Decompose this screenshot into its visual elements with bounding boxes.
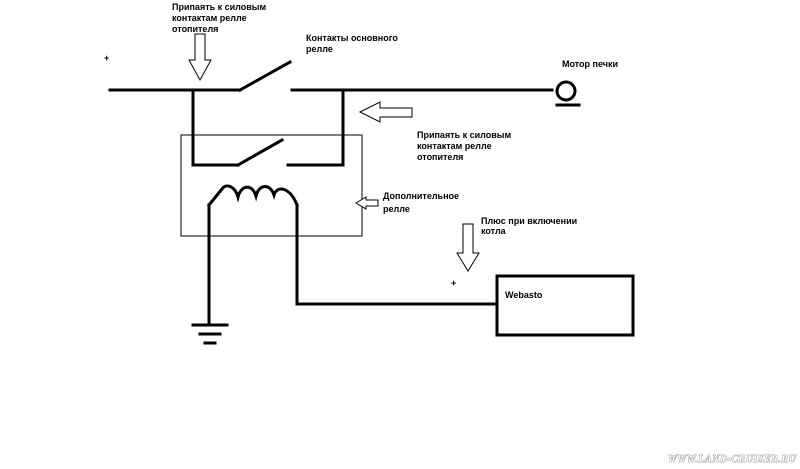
watermark: WWW.LAND-CRUISER.RU	[668, 454, 797, 465]
label-extra-relay: Дополнительное релле	[383, 191, 462, 214]
extra-relay-coil-icon	[206, 184, 299, 208]
heater-motor-icon	[555, 80, 577, 102]
label-solder-heater-relay-top: Припаять к силовым контактам релле отопи…	[172, 2, 269, 34]
extra-relay-box	[180, 134, 363, 237]
label-plus-on-boiler: Плюс при включении котла	[481, 216, 580, 236]
webasto-box	[495, 274, 635, 337]
arrow-down-solder-top-icon	[188, 33, 212, 82]
label-webasto: Webasto	[505, 290, 543, 300]
main-relay-switch-arm	[237, 59, 293, 93]
label-heater-motor: Мотор печки	[562, 59, 618, 69]
plus-sign-webasto: +	[451, 278, 456, 288]
arrow-down-webasto-icon	[456, 223, 480, 272]
plus-sign-left: +	[104, 53, 109, 63]
label-main-relay-contacts: Контакты основного релле	[306, 33, 400, 54]
label-solder-heater-relay-right: Припаять к силовым контактам релле отопи…	[417, 130, 514, 162]
extra-relay-switch-arm	[235, 137, 285, 168]
arrow-left-solder-right-icon	[358, 101, 413, 123]
arrow-left-extra-relay-icon	[355, 196, 379, 210]
